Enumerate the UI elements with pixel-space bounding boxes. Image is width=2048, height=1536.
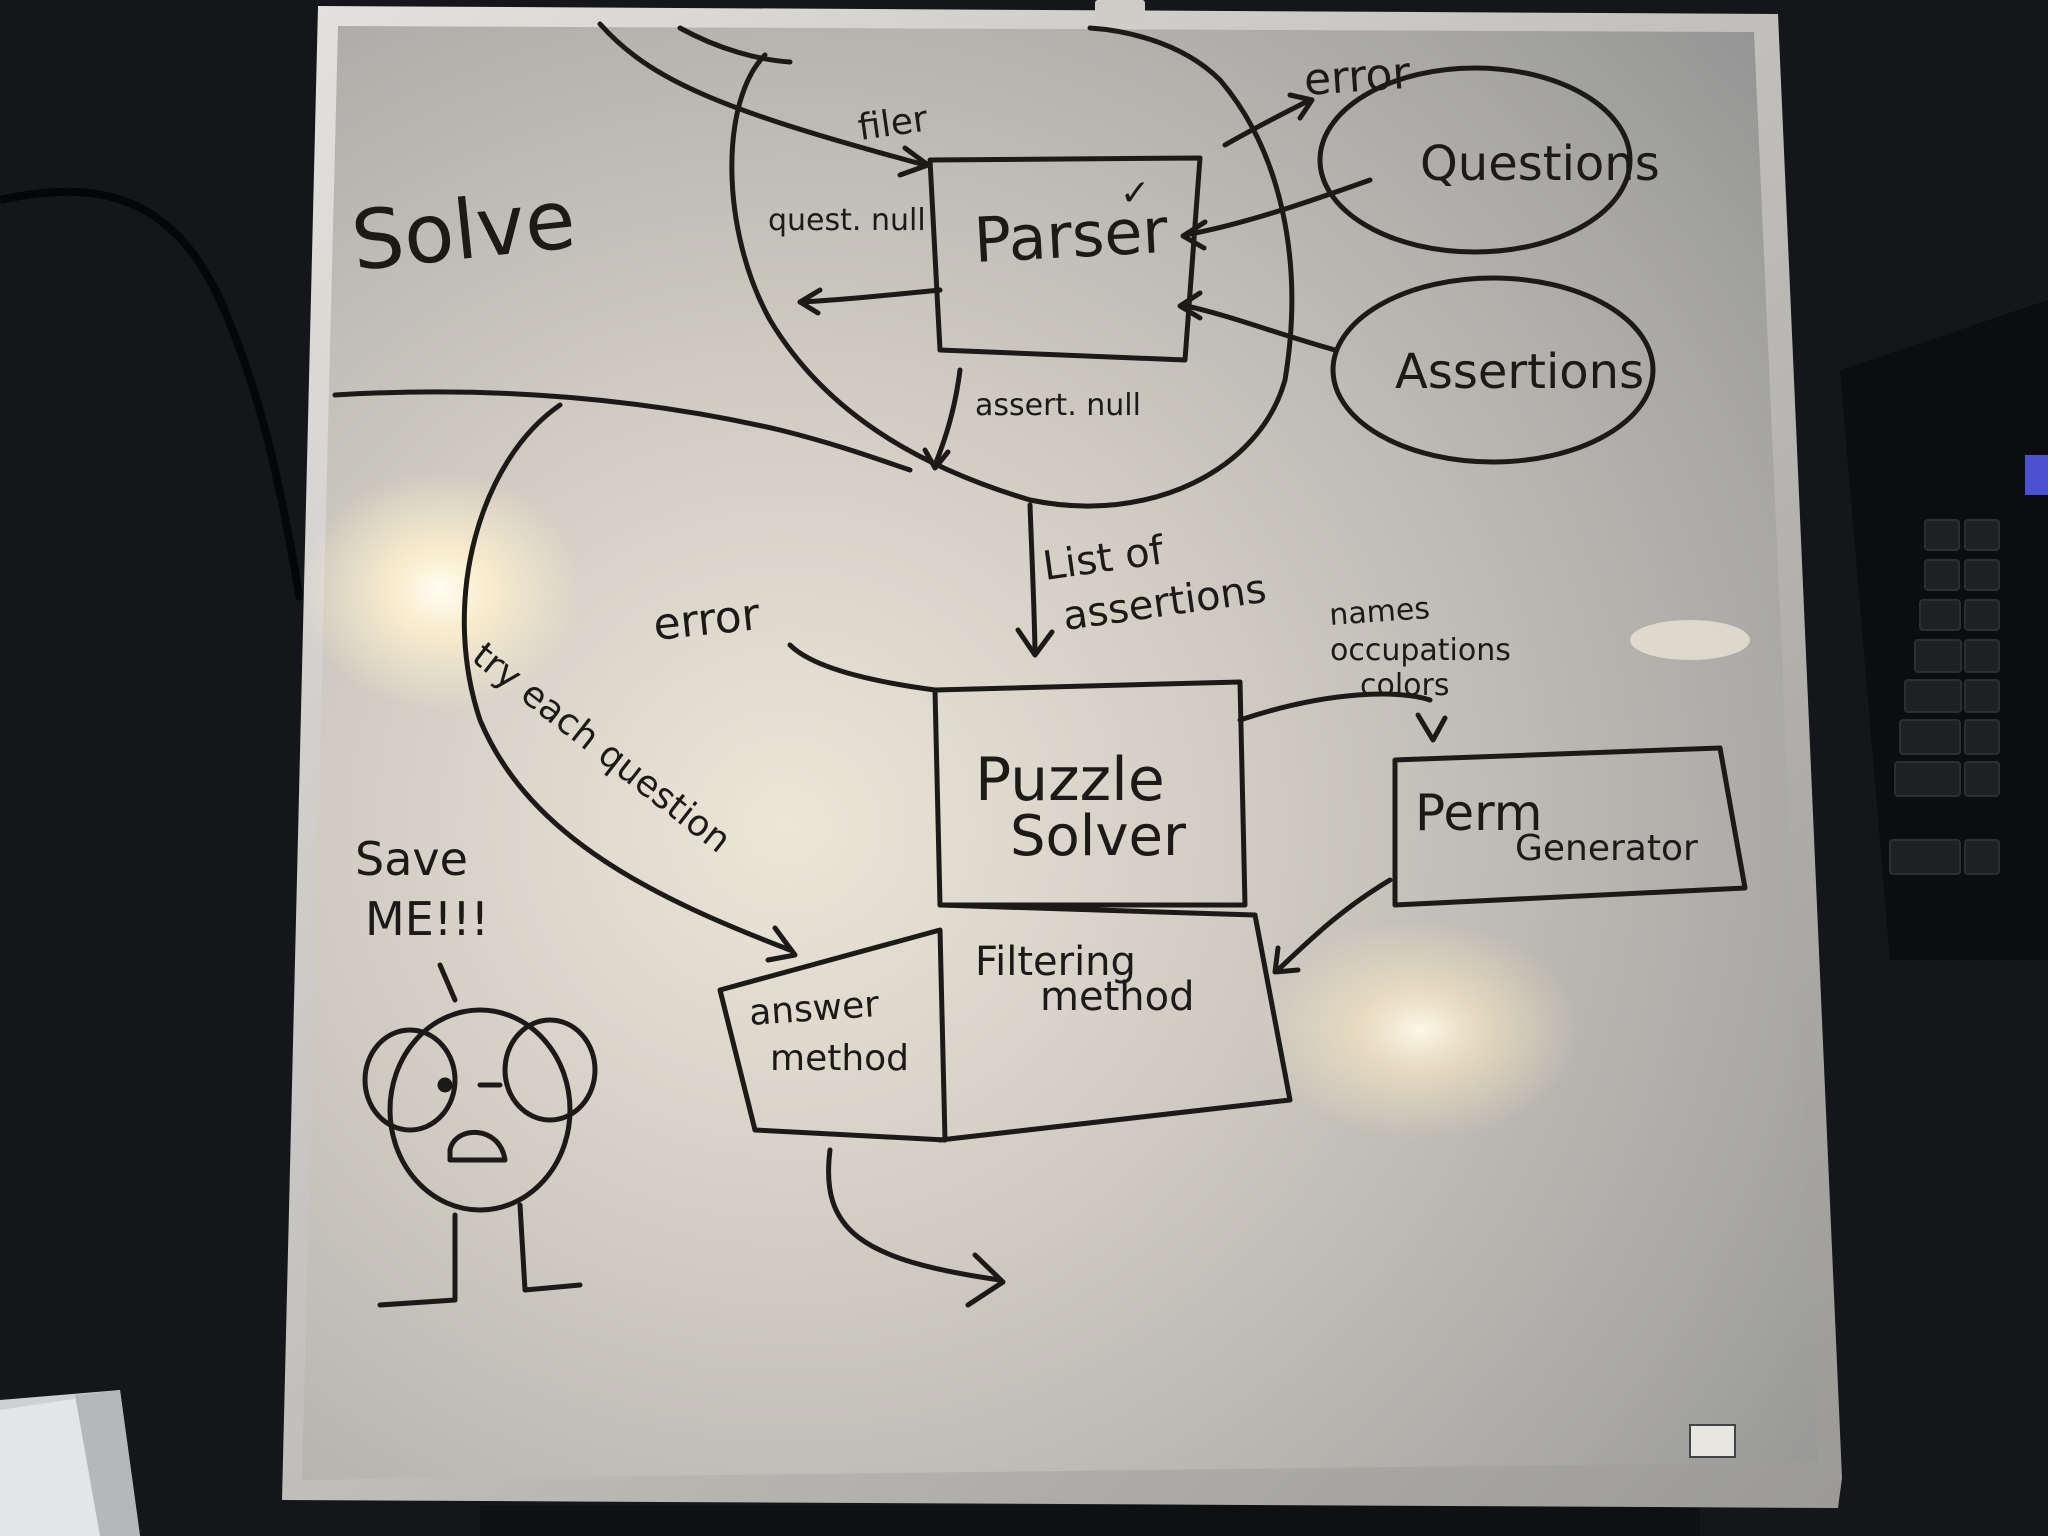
parser-check: ✓ [1120, 173, 1150, 214]
filtering-method-label: method [1040, 974, 1194, 1020]
answer-method-box [717, 927, 948, 1143]
filtering-method-box [937, 902, 1293, 1143]
assert-null-label: assert. null [975, 388, 1141, 423]
list-arrow [1027, 502, 1038, 653]
colors-label: colors [1360, 668, 1450, 703]
answer-method-label: method [770, 1038, 909, 1079]
solver-label: Solver [1010, 804, 1187, 869]
parser-input-label: filer [856, 99, 931, 149]
puzzle-solver-box [932, 679, 1248, 908]
laptop-keyboard-icon [1840, 300, 2048, 960]
assertions-ellipse [1330, 275, 1656, 465]
board-maker-logo-icon [1689, 1424, 1736, 1458]
board-title: Solve [347, 172, 580, 290]
doodle-character [362, 962, 598, 1308]
perm-generator-box [1392, 745, 1748, 908]
cable-icon [0, 187, 304, 601]
answer-label: answer [748, 984, 881, 1034]
questions-label: Questions [1420, 136, 1660, 192]
filtering-label: Filtering [975, 939, 1136, 985]
save-me-line2: ME!!! [365, 892, 489, 946]
parser-box [927, 155, 1203, 363]
assertions-label: Assertions [1395, 344, 1644, 400]
perm-label: Perm [1415, 784, 1543, 842]
solver-error-label: error [651, 589, 763, 651]
generator-label: Generator [1515, 828, 1698, 869]
save-me-line1: Save [355, 832, 468, 886]
occupations-label: occupations [1330, 633, 1511, 668]
parser-label: Parser [972, 194, 1170, 277]
questions-ellipse [1317, 65, 1633, 255]
names-label: names [1328, 591, 1431, 633]
paper-stack-icon [0, 1390, 140, 1536]
parser-error-label: error [1302, 48, 1413, 106]
quest-null-label: quest. null [768, 203, 926, 238]
puzzle-label: Puzzle [975, 745, 1165, 815]
parser-circle [729, 25, 1295, 509]
